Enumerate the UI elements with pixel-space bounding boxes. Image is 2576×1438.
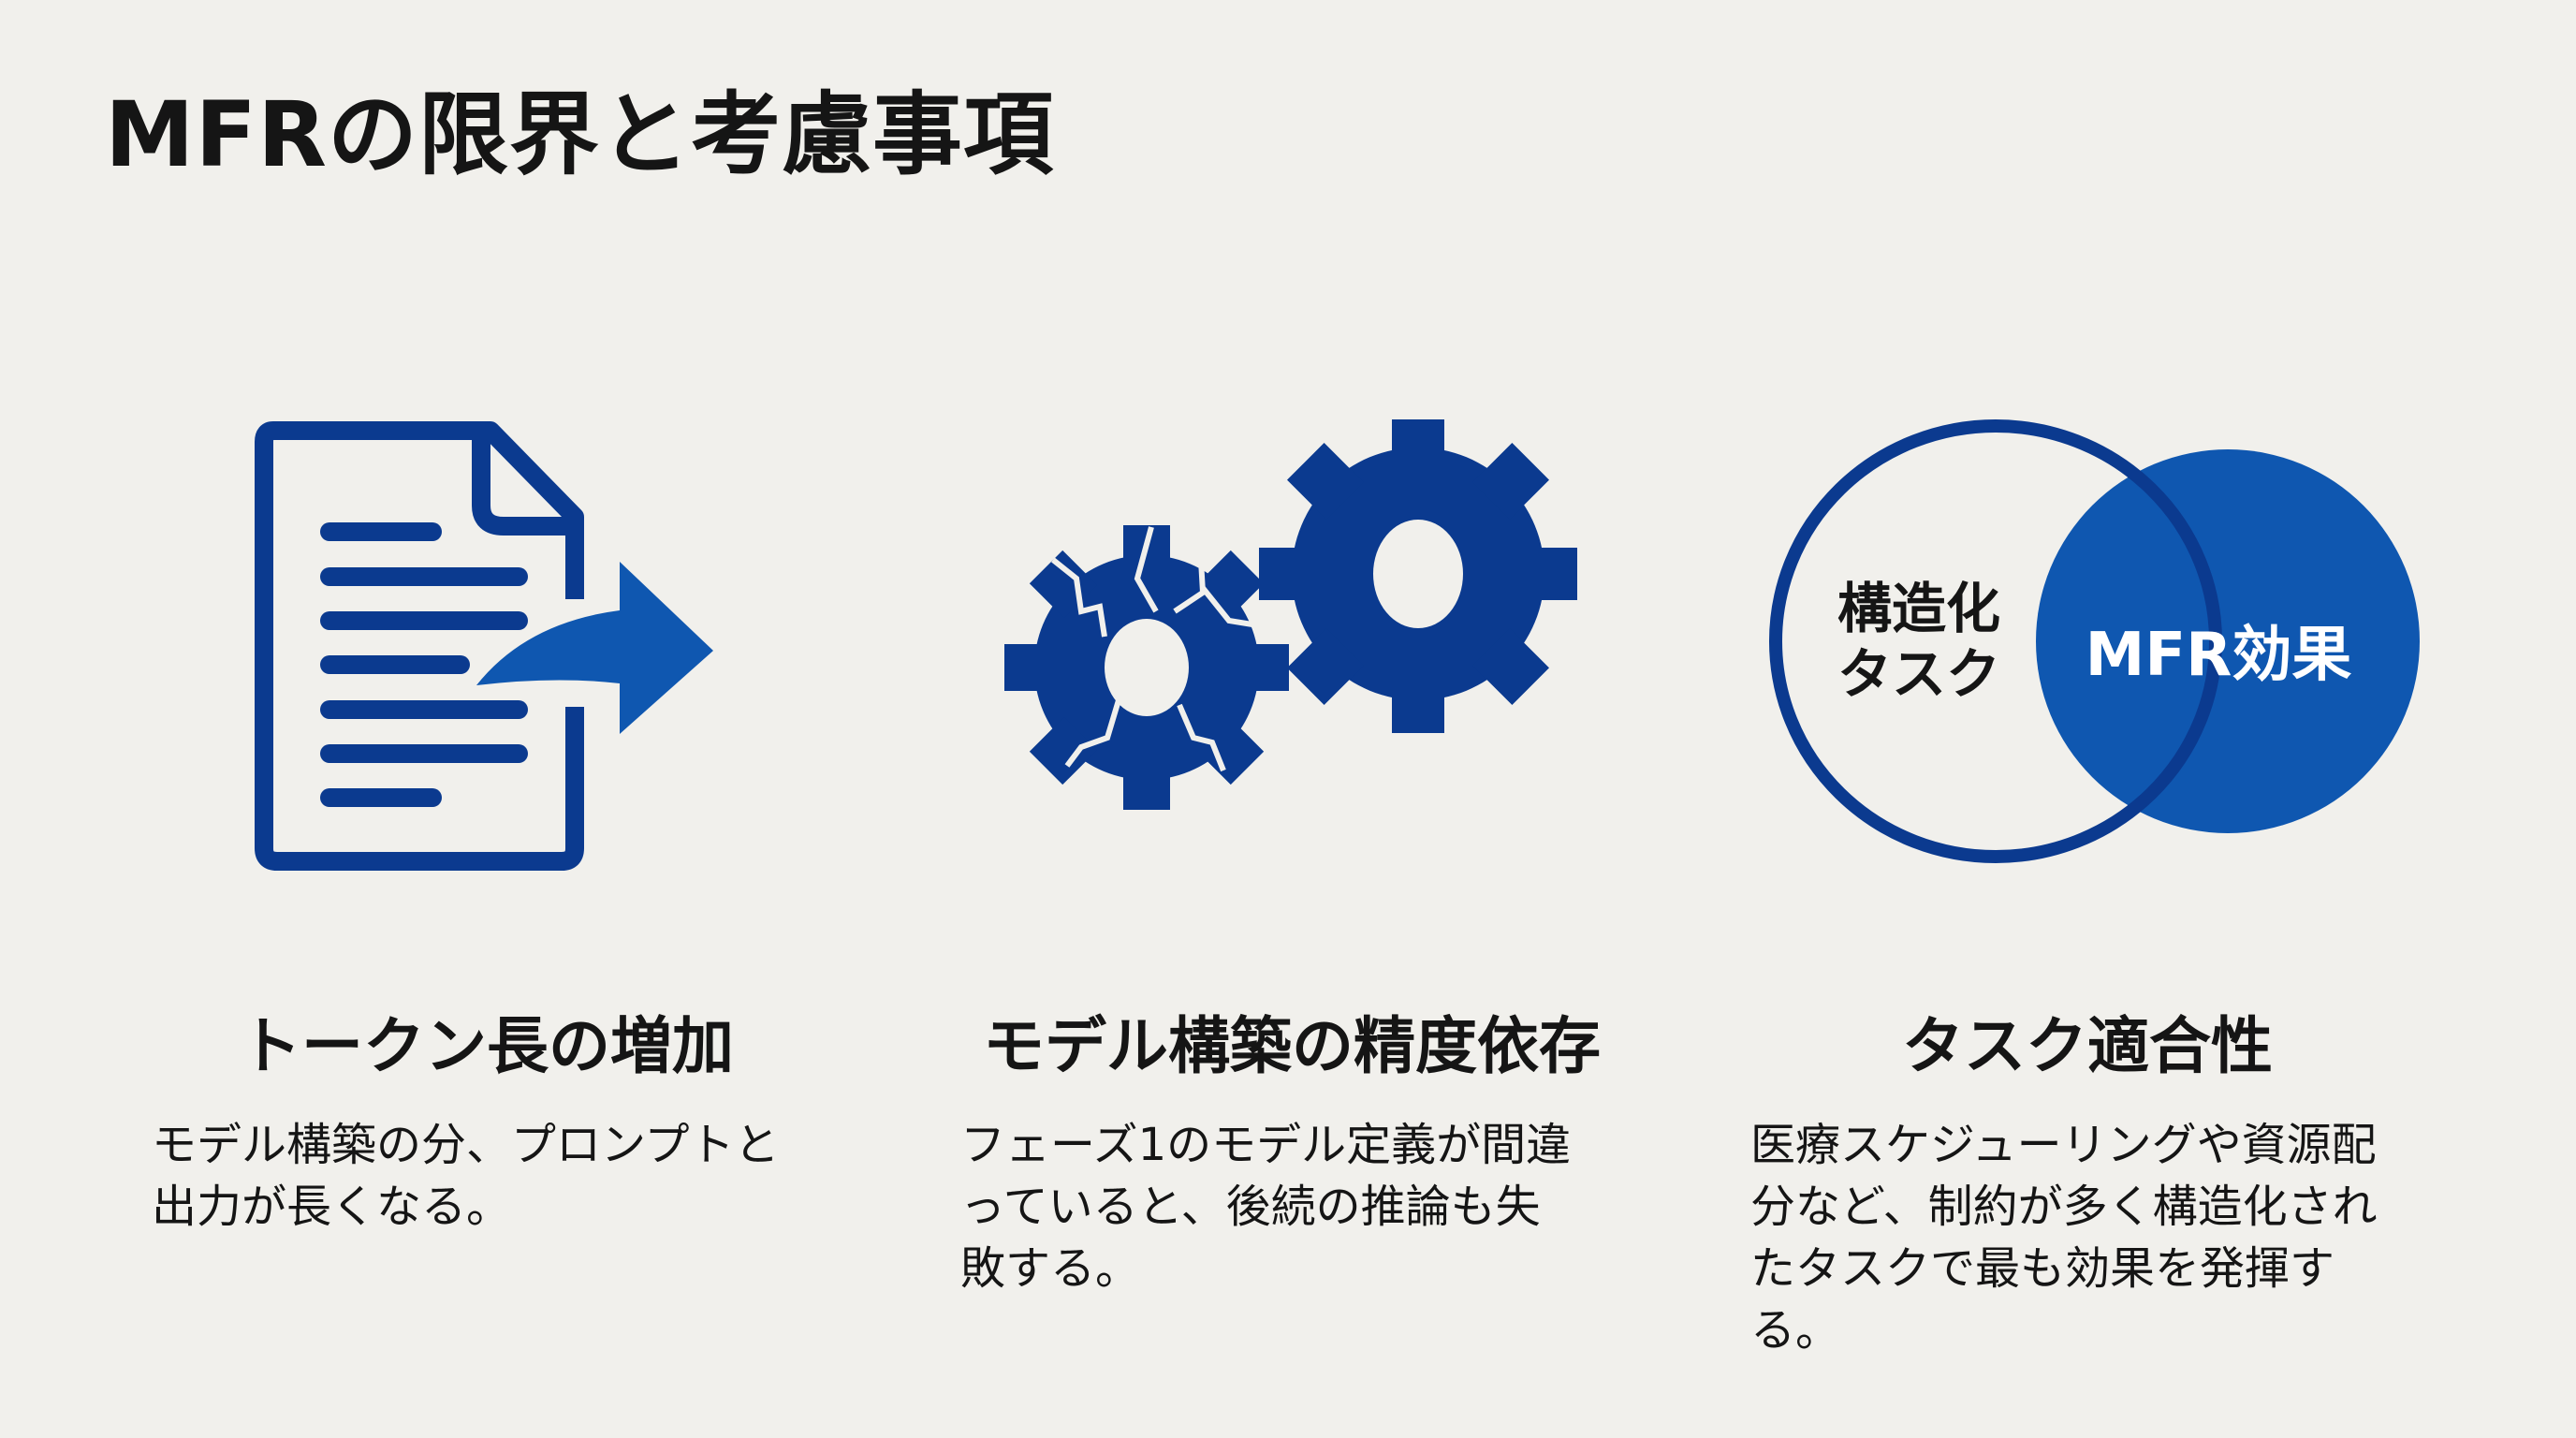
venn-right-label: MFR効果: [2085, 621, 2352, 690]
column-heading-model-accuracy: モデル構築の精度依存: [983, 1010, 1601, 1082]
slide-title: MFRの限界と考慮事項: [105, 82, 1055, 187]
column-heading-task-fit: タスク適合性: [1902, 1010, 2273, 1082]
column-heading-token-length: トークン長の増加: [240, 1010, 734, 1082]
column-body-token-length: モデル構築の分、プロンプトと 出力が長くなる。: [152, 1119, 780, 1233]
venn-left-label: 構造化 タスク: [1837, 577, 2000, 706]
column-body-task-fit: 医療スケジューリングや資源配 分など、制約が多く構造化され たタスクで最も効果を…: [1750, 1119, 2378, 1357]
broken-gears-icon: [978, 419, 1596, 841]
venn-diagram-icon: [1760, 412, 2434, 880]
column-body-model-accuracy: フェーズ1のモデル定義が間違 っていると、後続の推論も失 敗する。: [960, 1119, 1572, 1295]
document-export-icon: [245, 412, 732, 880]
